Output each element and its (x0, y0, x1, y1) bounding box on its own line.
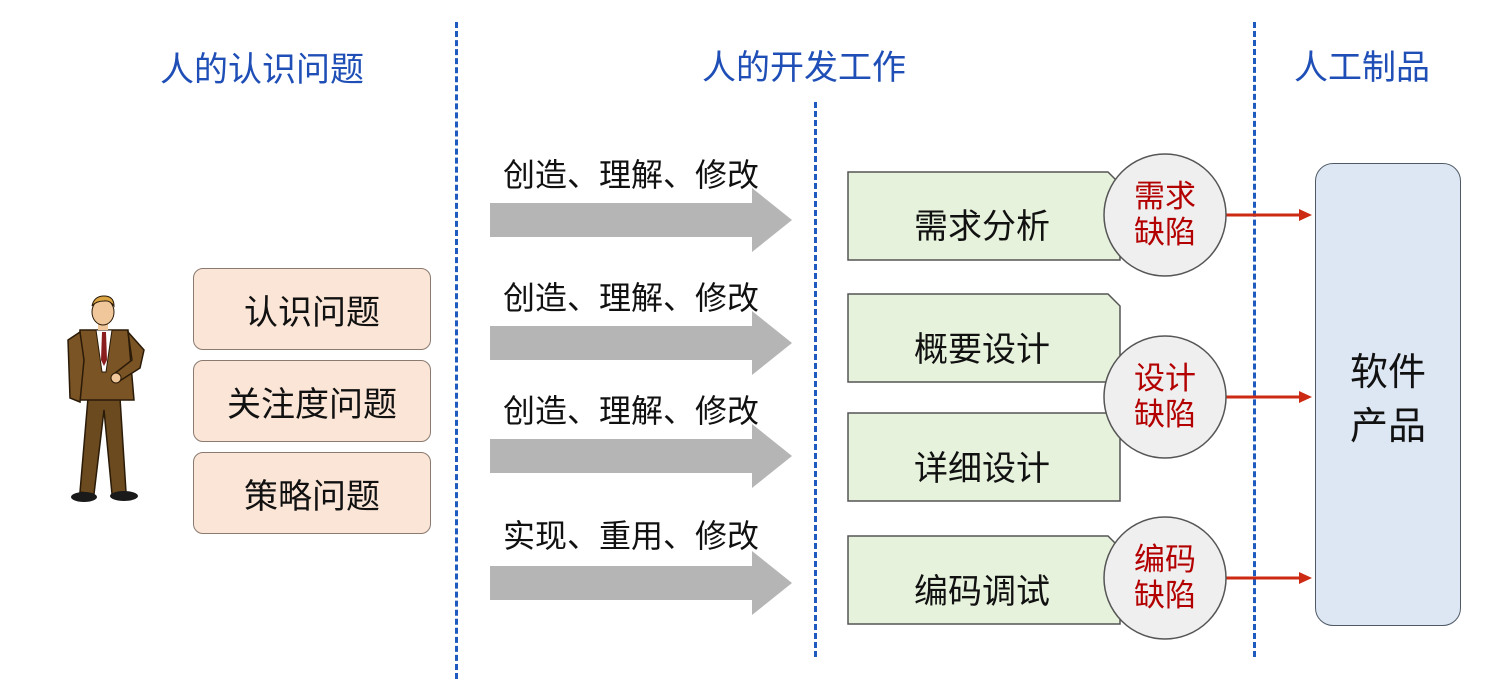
header-development: 人的开发工作 (702, 48, 906, 88)
software-product-box (1315, 163, 1461, 626)
issue-box-strategy: 策略问题 (193, 452, 431, 534)
defect-label-line: 设计 (1134, 361, 1196, 397)
arrow-label-3: 创造、理解、修改 (503, 392, 760, 430)
stage-label-coding: 编码调试 (914, 572, 1050, 612)
issue-box-cognition: 认识问题 (193, 268, 431, 350)
divider-right (1253, 22, 1256, 657)
defect-circles (1103, 153, 1227, 640)
header-cognition: 人的认识问题 (160, 50, 364, 90)
issue-label: 策略问题 (244, 476, 380, 517)
arrow-label-1: 创造、理解、修改 (503, 156, 760, 194)
defect-connectors (1226, 209, 1312, 584)
defect-label-line: 缺陷 (1134, 578, 1196, 614)
stage-box-detail-design (847, 412, 1121, 502)
process-arrow-1 (490, 188, 792, 252)
divider-left (455, 22, 458, 679)
defect-label-design: 设计 缺陷 (1118, 361, 1212, 433)
businessman-figure-icon (67, 295, 145, 502)
issue-box-attention: 关注度问题 (193, 360, 431, 442)
product-label-line: 软件 (1349, 350, 1426, 394)
stage-label-outline-design: 概要设计 (914, 330, 1050, 370)
diagram-graphics (67, 153, 1312, 640)
defect-label-line: 缺陷 (1134, 215, 1196, 251)
divider-middle (814, 102, 817, 657)
defect-circle-coding (1103, 516, 1227, 640)
defect-label-line: 缺陷 (1134, 397, 1196, 433)
stage-label-requirements: 需求分析 (914, 207, 1050, 247)
defect-label-coding: 编码 缺陷 (1118, 542, 1212, 614)
process-arrow-3 (490, 424, 792, 488)
process-arrow-4 (490, 551, 792, 615)
defect-label-line: 需求 (1134, 179, 1196, 215)
defect-circle-requirements (1103, 153, 1227, 277)
issue-label: 认识问题 (244, 292, 380, 333)
header-artifact: 人工制品 (1294, 48, 1430, 88)
stage-label-detail-design: 详细设计 (914, 449, 1050, 489)
software-product-label: 软件 产品 (1315, 345, 1461, 453)
process-arrows (490, 188, 792, 615)
defect-circle-design (1103, 335, 1227, 459)
stage-box-outline-design (847, 293, 1121, 383)
defect-label-requirements: 需求 缺陷 (1118, 179, 1212, 251)
product-label-line: 产品 (1349, 404, 1426, 448)
issue-label: 关注度问题 (227, 384, 397, 425)
arrow-label-2: 创造、理解、修改 (503, 279, 760, 317)
stage-boxes (847, 171, 1121, 625)
arrow-label-4: 实现、重用、修改 (503, 517, 760, 555)
defect-label-line: 编码 (1134, 542, 1196, 578)
process-arrow-2 (490, 311, 792, 375)
